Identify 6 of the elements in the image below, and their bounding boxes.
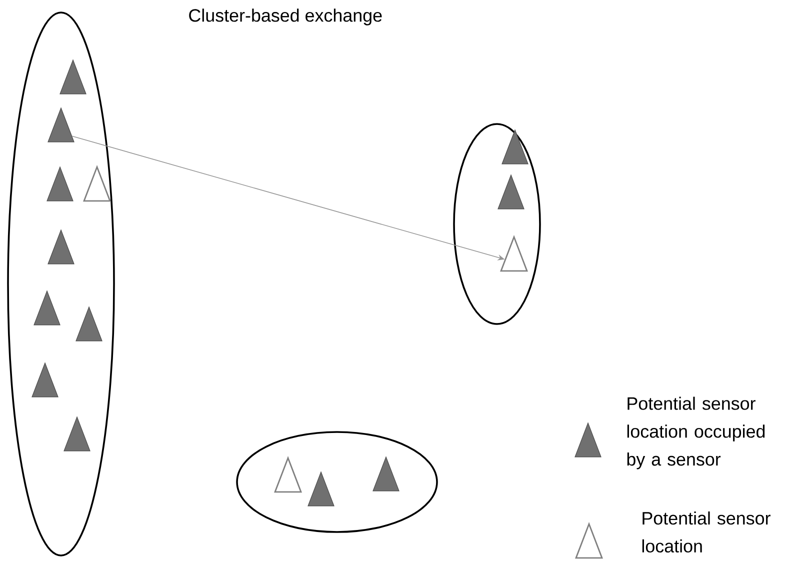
cluster-ellipse: [236, 431, 438, 533]
title: Cluster-based exchange: [189, 8, 382, 26]
cluster-ellipse: [7, 12, 115, 556]
legend-text: Potential sensor location: [642, 511, 770, 553]
legend-text: Potential sensor location occupied by a sensor: [627, 396, 765, 470]
cluster-ellipse: [453, 123, 541, 325]
